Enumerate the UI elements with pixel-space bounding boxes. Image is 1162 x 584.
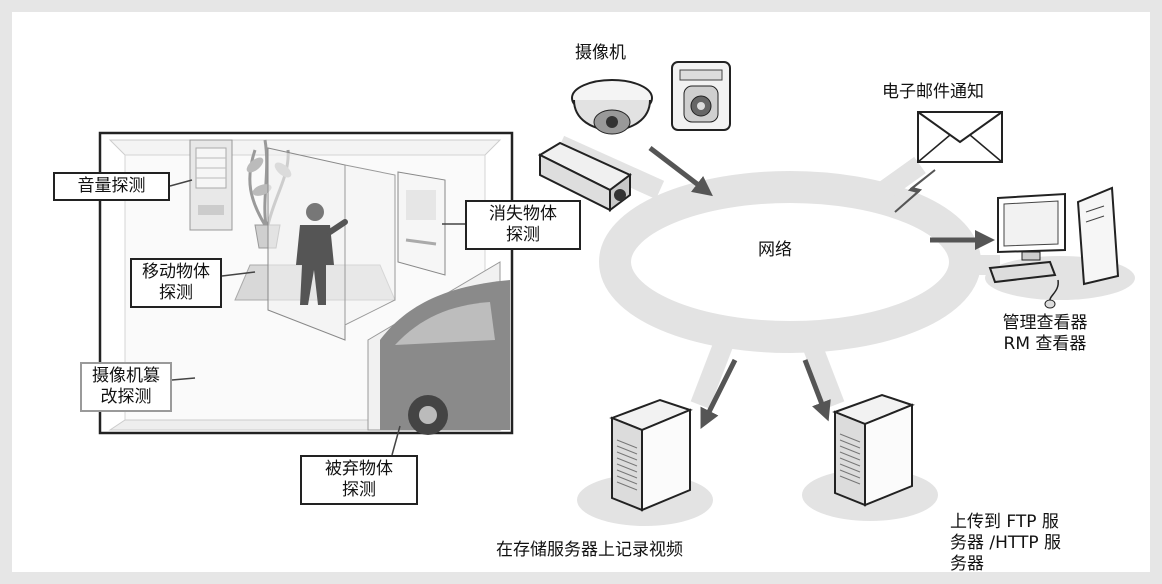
- missing-object-line1: 消失物体: [489, 204, 557, 224]
- ptz-camera: [671, 61, 731, 131]
- vending-machine: [189, 139, 233, 231]
- camera-tamper-line1: 摄像机篡: [92, 366, 160, 386]
- parked-car: [367, 261, 510, 435]
- camera-arrow: [648, 146, 713, 197]
- cameras-label: 摄像机: [575, 43, 626, 63]
- storage-arrow: [700, 358, 738, 429]
- missing-object-callout: 消失物体 探测: [465, 200, 581, 250]
- camera-tamper-callout: 摄像机篡 改探测: [80, 362, 172, 412]
- ftp-label-line2: 务器 /HTTP 服: [950, 533, 1062, 553]
- ftp-arrow: [802, 359, 831, 422]
- envelope-icon: [917, 111, 1003, 163]
- viewer-label: 管理查看器 RM 查看器: [985, 313, 1105, 355]
- missing-object-line2: 探测: [506, 225, 540, 245]
- moving-object-callout: 移动物体 探测: [130, 258, 222, 308]
- volume-detection-text: 音量探测: [77, 176, 146, 196]
- box-camera: [537, 141, 632, 212]
- person-figure: [296, 203, 348, 305]
- computer-icon: [985, 186, 1135, 309]
- moving-object-line2: 探测: [159, 283, 193, 303]
- viewer-label-line1: 管理查看器: [1002, 313, 1088, 333]
- email-label: 电子邮件通知: [882, 82, 984, 102]
- abandoned-object-line1: 被弃物体: [325, 459, 393, 479]
- ftp-label-line3: 务器: [950, 554, 984, 574]
- network-label: 网络: [758, 240, 792, 260]
- network-ring: [599, 171, 981, 353]
- dome-camera: [571, 79, 653, 135]
- storage-label: 在存储服务器上记录视频: [496, 540, 683, 560]
- camera-tamper-line2: 改探测: [100, 387, 152, 407]
- volume-detection-callout: 音量探测: [53, 172, 170, 201]
- viewer-label-line2: RM 查看器: [1003, 334, 1087, 354]
- ftp-server-icon: [802, 393, 938, 521]
- abandoned-object-callout: 被弃物体 探测: [300, 455, 418, 505]
- glass-panel: [344, 164, 396, 326]
- lightning-icon: [894, 169, 936, 213]
- ftp-label-line1: 上传到 FTP 服: [950, 512, 1059, 532]
- storage-server-icon: [577, 398, 713, 526]
- wall-poster: [397, 171, 446, 276]
- callout-leaders: [169, 179, 465, 456]
- ftp-label: 上传到 FTP 服 务器 /HTTP 服 务器: [950, 512, 1061, 575]
- moving-object-line1: 移动物体: [142, 262, 210, 282]
- abandoned-object-line2: 探测: [342, 480, 376, 500]
